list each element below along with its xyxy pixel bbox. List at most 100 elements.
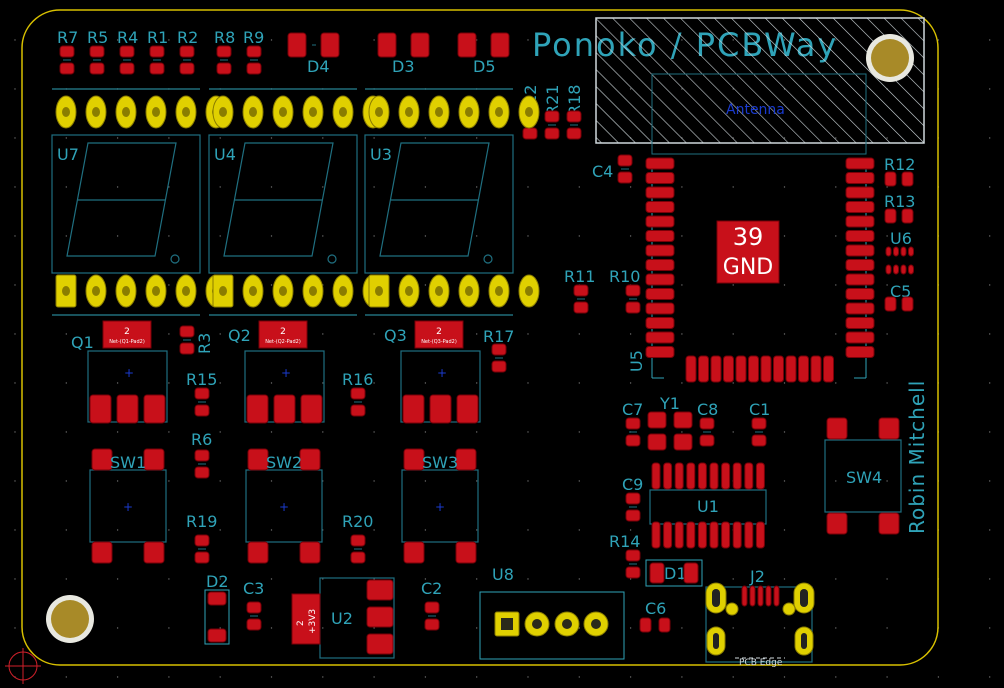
- smd-pad: [194, 534, 210, 547]
- antenna-label: Antenna: [726, 102, 785, 118]
- q3-tab-number: 2: [436, 327, 442, 337]
- grid-dot: [629, 529, 632, 531]
- grid-dot: [373, 676, 375, 678]
- grid-dot: [476, 235, 478, 237]
- silk-outline: [479, 591, 625, 660]
- silk-outline: [204, 589, 230, 645]
- smd-pad: [673, 411, 693, 429]
- grid-dot: [476, 382, 478, 384]
- smd-pad: [194, 387, 210, 400]
- grid-dot: [322, 627, 324, 629]
- grid-dot: [168, 578, 170, 580]
- pin-drill: [279, 107, 287, 117]
- grid-dot: [629, 676, 632, 678]
- pin-drill: [62, 107, 70, 117]
- smd-pad: [893, 246, 899, 257]
- q1-tab-net: Net-(Q1-Pad2): [109, 339, 145, 345]
- smd-pad: [625, 301, 641, 314]
- grid-dot: [783, 529, 786, 531]
- grid-dot: [168, 137, 170, 139]
- smd-pad: [686, 462, 696, 490]
- grid-dot: [629, 627, 632, 629]
- pin-drill: [405, 286, 413, 296]
- ref-r1: R1: [147, 28, 168, 47]
- grid-dot: [527, 578, 529, 580]
- pin-drill: [562, 619, 572, 629]
- grid-dot: [732, 284, 734, 286]
- module-pin-pad: [845, 215, 875, 228]
- center-mark: +: [123, 500, 133, 514]
- grid-dot: [65, 39, 68, 41]
- grid-dot: [116, 431, 119, 433]
- q2-tab-net: Net-(Q2-Pad2): [265, 339, 301, 345]
- grid-dot: [168, 235, 170, 237]
- smd-pad: [350, 404, 366, 417]
- center-mark: +: [279, 500, 289, 514]
- smd-pad: [625, 434, 641, 447]
- grid-dot: [424, 529, 427, 531]
- module-pin-pad: [773, 355, 784, 383]
- grid-dot: [681, 186, 683, 188]
- fab-outline: [824, 439, 902, 513]
- grid-dot: [732, 186, 734, 188]
- module-pin-pad: [698, 355, 709, 383]
- grid-dot: [783, 480, 786, 482]
- smd-pad: [663, 462, 673, 490]
- switch-sw3: +: [401, 448, 479, 564]
- grid-dot: [527, 529, 529, 531]
- grid-dot: [835, 186, 837, 188]
- ref-r3: R3: [195, 333, 214, 354]
- grid-dot: [424, 431, 427, 433]
- smd-pad: [697, 521, 707, 549]
- top-resistor-pads: [59, 45, 262, 75]
- grid-dot: [989, 627, 991, 629]
- decimal-point: [170, 254, 180, 264]
- grid-dot: [783, 235, 786, 237]
- resistor-r10: [625, 284, 641, 314]
- grid-dot: [373, 431, 375, 433]
- grid-dot: [578, 186, 580, 188]
- smd-pad: [299, 541, 321, 564]
- smd-pad: [663, 521, 673, 549]
- grid-dot: [424, 284, 427, 286]
- module-pin-pad: [845, 346, 875, 358]
- grid-dot: [219, 529, 221, 531]
- module-pin-pad: [748, 355, 759, 383]
- smd-pad: [885, 264, 892, 275]
- smd-pad: [625, 549, 641, 562]
- grid-dot: [578, 88, 580, 90]
- transistors: + + +: [87, 325, 507, 564]
- grid-dot: [270, 627, 273, 629]
- module-pin-pad: [845, 201, 875, 213]
- grid-dot: [476, 186, 478, 188]
- ref-r12: R12: [884, 155, 915, 174]
- pin-drill: [339, 286, 347, 296]
- smd-pad: [366, 579, 394, 601]
- smd-pad: [350, 551, 366, 564]
- grid-dot: [168, 431, 170, 433]
- smd-pad: [179, 325, 195, 338]
- ref-c3: C3: [243, 579, 264, 598]
- pin-drill: [92, 107, 100, 117]
- smd-pad: [149, 62, 165, 75]
- grid-dot: [681, 578, 683, 580]
- pcb-edge-label: PCB Edge: [739, 658, 783, 668]
- shield-drill: [801, 633, 807, 649]
- smd-pad: [179, 342, 195, 355]
- resistor-footprint: [59, 45, 75, 75]
- grid-dot: [886, 333, 888, 335]
- ref-r17: R17: [483, 327, 514, 346]
- grid-dot: [681, 382, 683, 384]
- smd-pad: [617, 154, 633, 167]
- smd-pad: [403, 541, 425, 564]
- capacitor-c5: [884, 296, 914, 312]
- smd-pad: [651, 521, 661, 549]
- resistor-r17: [491, 343, 507, 373]
- grid-dot: [270, 676, 273, 678]
- grid-dot: [681, 431, 683, 433]
- grid-dot: [270, 235, 273, 237]
- ref-r21: R21: [543, 85, 562, 116]
- smd-pad: [647, 411, 667, 429]
- crystal-y1: [647, 411, 693, 451]
- smd-pad: [625, 284, 641, 297]
